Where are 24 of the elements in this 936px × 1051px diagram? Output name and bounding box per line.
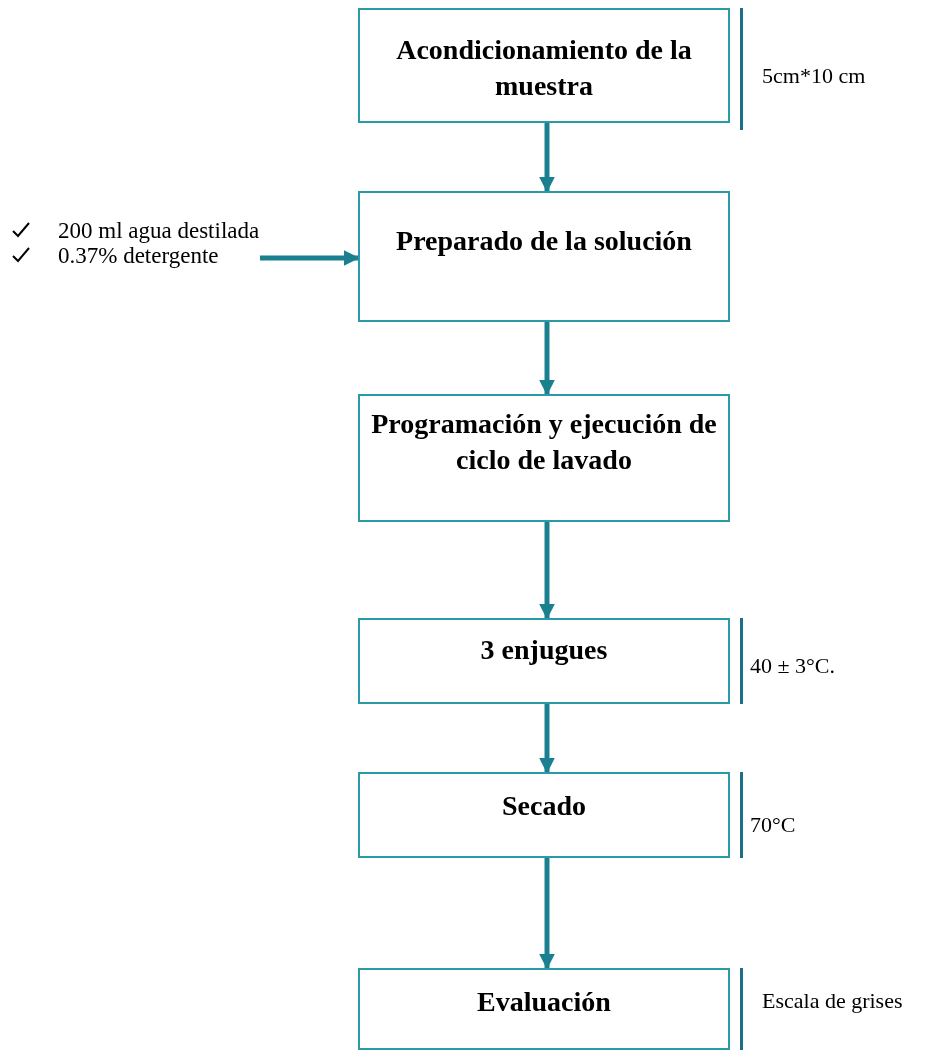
step-label: Preparado de la solución bbox=[396, 224, 692, 258]
step-label: Secado bbox=[502, 789, 586, 823]
arrow bbox=[260, 250, 360, 266]
process-box bbox=[358, 618, 730, 704]
list-item-text: 0.37% detergente bbox=[58, 243, 220, 269]
process-box bbox=[358, 394, 730, 522]
process-box bbox=[358, 772, 730, 858]
side-note: Escala de grises bbox=[762, 988, 903, 1014]
step-label: Acondicionamiento de la muestra bbox=[395, 33, 693, 104]
process-box bbox=[358, 191, 730, 322]
process-box bbox=[358, 968, 730, 1050]
list-item-text: 200 ml agua destilada bbox=[58, 218, 260, 244]
side-note: 5cm*10 cm bbox=[762, 63, 866, 89]
step-label: Programación y ejecución de ciclo de lavado bbox=[370, 407, 718, 478]
arrow bbox=[539, 704, 555, 774]
side-note: 40 ± 3°C. bbox=[750, 653, 836, 679]
arrow bbox=[539, 123, 555, 193]
step-label: Evaluación bbox=[477, 985, 611, 1019]
step-label: 3 enjugues bbox=[480, 633, 608, 667]
arrow bbox=[539, 858, 555, 970]
process-box bbox=[358, 8, 730, 123]
side-note: 70°C bbox=[750, 812, 796, 838]
arrow bbox=[539, 322, 555, 396]
arrow bbox=[539, 522, 555, 620]
